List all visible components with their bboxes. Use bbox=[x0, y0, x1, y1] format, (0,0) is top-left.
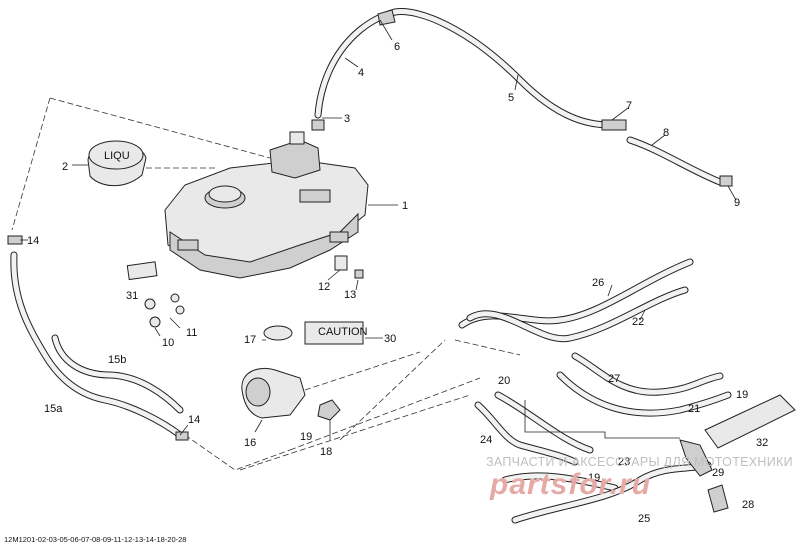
tank-cap-text: LIQU bbox=[104, 150, 130, 162]
callout-26: 26 bbox=[592, 277, 604, 289]
warning-label: CAUTION bbox=[304, 321, 368, 345]
callout-22: 22 bbox=[632, 316, 644, 328]
warning-label-text: CAUTION bbox=[318, 326, 368, 338]
callout-5: 5 bbox=[508, 92, 514, 104]
callout-32: 32 bbox=[756, 437, 768, 449]
callout-13: 13 bbox=[344, 289, 356, 301]
callout-6: 6 bbox=[394, 41, 400, 53]
callout-15a: 15a bbox=[44, 403, 63, 415]
callout-labels: 1 2 3 4 5 6 7 8 9 10 11 12 13 14 14 15a … bbox=[27, 41, 768, 525]
assembly-guide-lines bbox=[11, 97, 521, 471]
callout-7: 7 bbox=[626, 100, 632, 112]
callout-31: 31 bbox=[126, 290, 138, 302]
vent-hose bbox=[311, 8, 733, 187]
callout-29: 29 bbox=[712, 467, 724, 479]
watermark-logo: partsfor.ru bbox=[490, 468, 652, 501]
tank-cap: LIQU bbox=[87, 140, 147, 187]
callout-27: 27 bbox=[608, 373, 620, 385]
fuel-pump bbox=[241, 325, 341, 421]
callout-16: 16 bbox=[244, 437, 256, 449]
callout-17: 17 bbox=[244, 334, 256, 346]
callout-2: 2 bbox=[62, 161, 68, 173]
callout-21: 21 bbox=[688, 403, 700, 415]
callout-25: 25 bbox=[638, 513, 650, 525]
callout-8: 8 bbox=[663, 127, 669, 139]
fuel-tank bbox=[164, 139, 369, 279]
heat-shield bbox=[679, 394, 796, 513]
hardware bbox=[126, 131, 364, 328]
callout-14-upper: 14 bbox=[27, 235, 39, 247]
figure-id: 12M1201-02-03-05-06-07-08-09-11-12-13-14… bbox=[4, 535, 187, 544]
callout-14-lower: 14 bbox=[188, 414, 200, 426]
callout-3: 3 bbox=[344, 113, 350, 125]
callout-23: 23 bbox=[618, 456, 630, 468]
callout-11: 11 bbox=[186, 327, 197, 339]
callout-28: 28 bbox=[742, 499, 754, 511]
callout-19-pump: 19 bbox=[300, 431, 312, 443]
callout-24: 24 bbox=[480, 434, 492, 446]
callout-15b: 15b bbox=[108, 354, 126, 366]
callout-19-right: 19 bbox=[736, 389, 748, 401]
callout-4: 4 bbox=[358, 67, 364, 79]
callout-9: 9 bbox=[734, 197, 740, 209]
watermark-tagline: ЗАПЧАСТИ И АКСЕССУАРЫ ДЛЯ МОТОТЕХНИКИ bbox=[486, 455, 793, 469]
callout-18: 18 bbox=[320, 446, 332, 458]
filler-hose-15 bbox=[7, 235, 189, 441]
callout-1: 1 bbox=[402, 200, 408, 212]
callout-19-bottom: 19 bbox=[588, 472, 600, 484]
leader-lines bbox=[20, 19, 737, 440]
callout-12: 12 bbox=[318, 281, 330, 293]
callout-20: 20 bbox=[498, 375, 510, 387]
fuel-lines-right bbox=[458, 258, 732, 524]
callout-10: 10 bbox=[162, 337, 174, 349]
callout-30: 30 bbox=[384, 333, 396, 345]
